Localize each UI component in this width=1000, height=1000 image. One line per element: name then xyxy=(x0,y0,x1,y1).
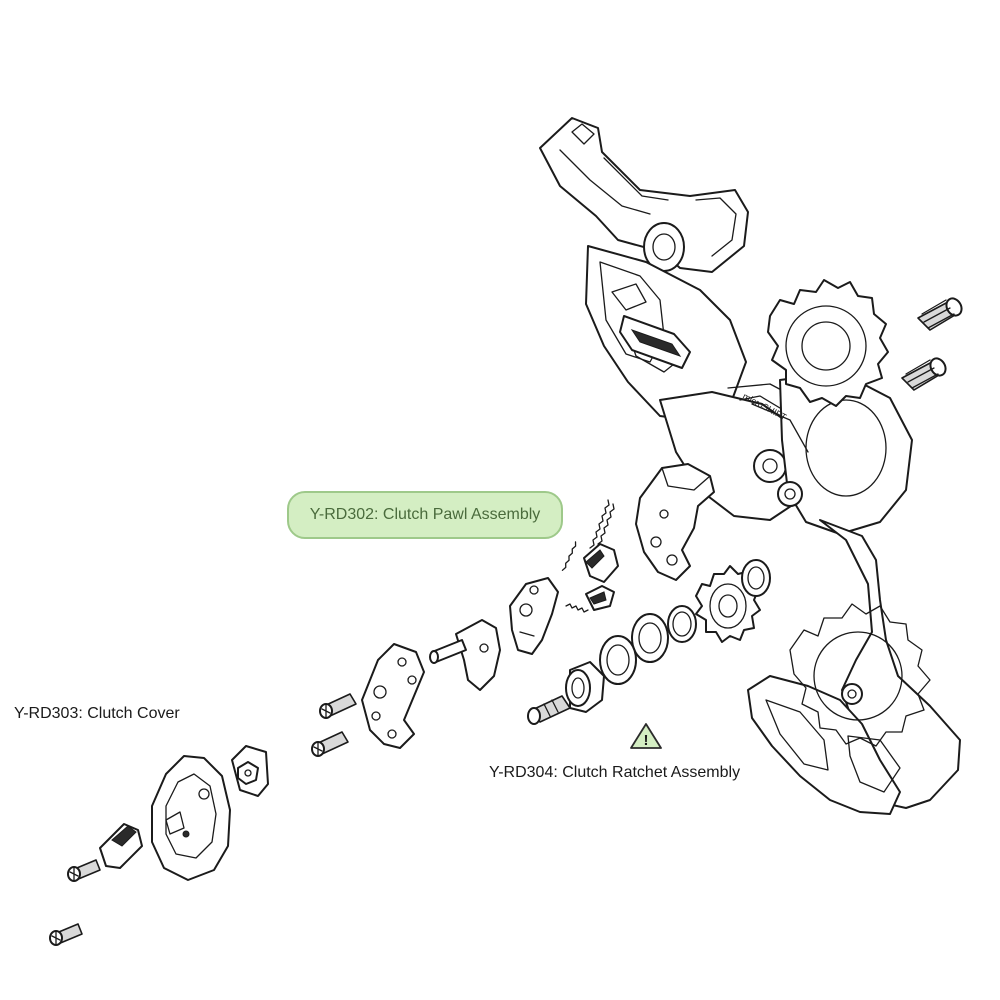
pulley-cage xyxy=(747,519,961,815)
clutch-arc-plate xyxy=(509,577,559,655)
upper-jockey-wheel xyxy=(767,279,889,407)
clutch-cover xyxy=(151,755,231,881)
pulley-bolt-bottom xyxy=(901,357,947,391)
cover-bracket xyxy=(231,745,269,797)
clutch-cover-label: Y-RD303: Clutch Cover xyxy=(14,705,180,722)
warning-symbol: ! xyxy=(644,732,649,749)
clutch-pawl-assembly-button[interactable]: Y-RD302: Clutch Pawl Assembly xyxy=(287,491,563,539)
clutch-ratchet-assembly-label: Y-RD304: Clutch Ratchet Assembly xyxy=(489,764,741,781)
clutch-springs xyxy=(561,499,615,613)
clutch-ratchet-bolt xyxy=(527,695,571,725)
warning-triangle-icon: ! xyxy=(630,723,662,749)
clutch-backplate xyxy=(361,643,425,749)
clutch-lever xyxy=(99,823,143,869)
clutch-washers xyxy=(599,559,771,685)
backplate-screw-top xyxy=(319,693,357,719)
clutch-bushing xyxy=(565,661,605,713)
pulley-bolt-top xyxy=(917,297,963,331)
clutch-housing xyxy=(635,463,715,581)
backplate-screw-bottom xyxy=(311,731,349,757)
cover-screw-top xyxy=(67,859,101,882)
cover-screw-bottom xyxy=(49,923,83,946)
clutch-pawls xyxy=(583,543,619,611)
lower-jockey-wheel xyxy=(789,603,931,747)
clutch-axle xyxy=(429,619,501,691)
